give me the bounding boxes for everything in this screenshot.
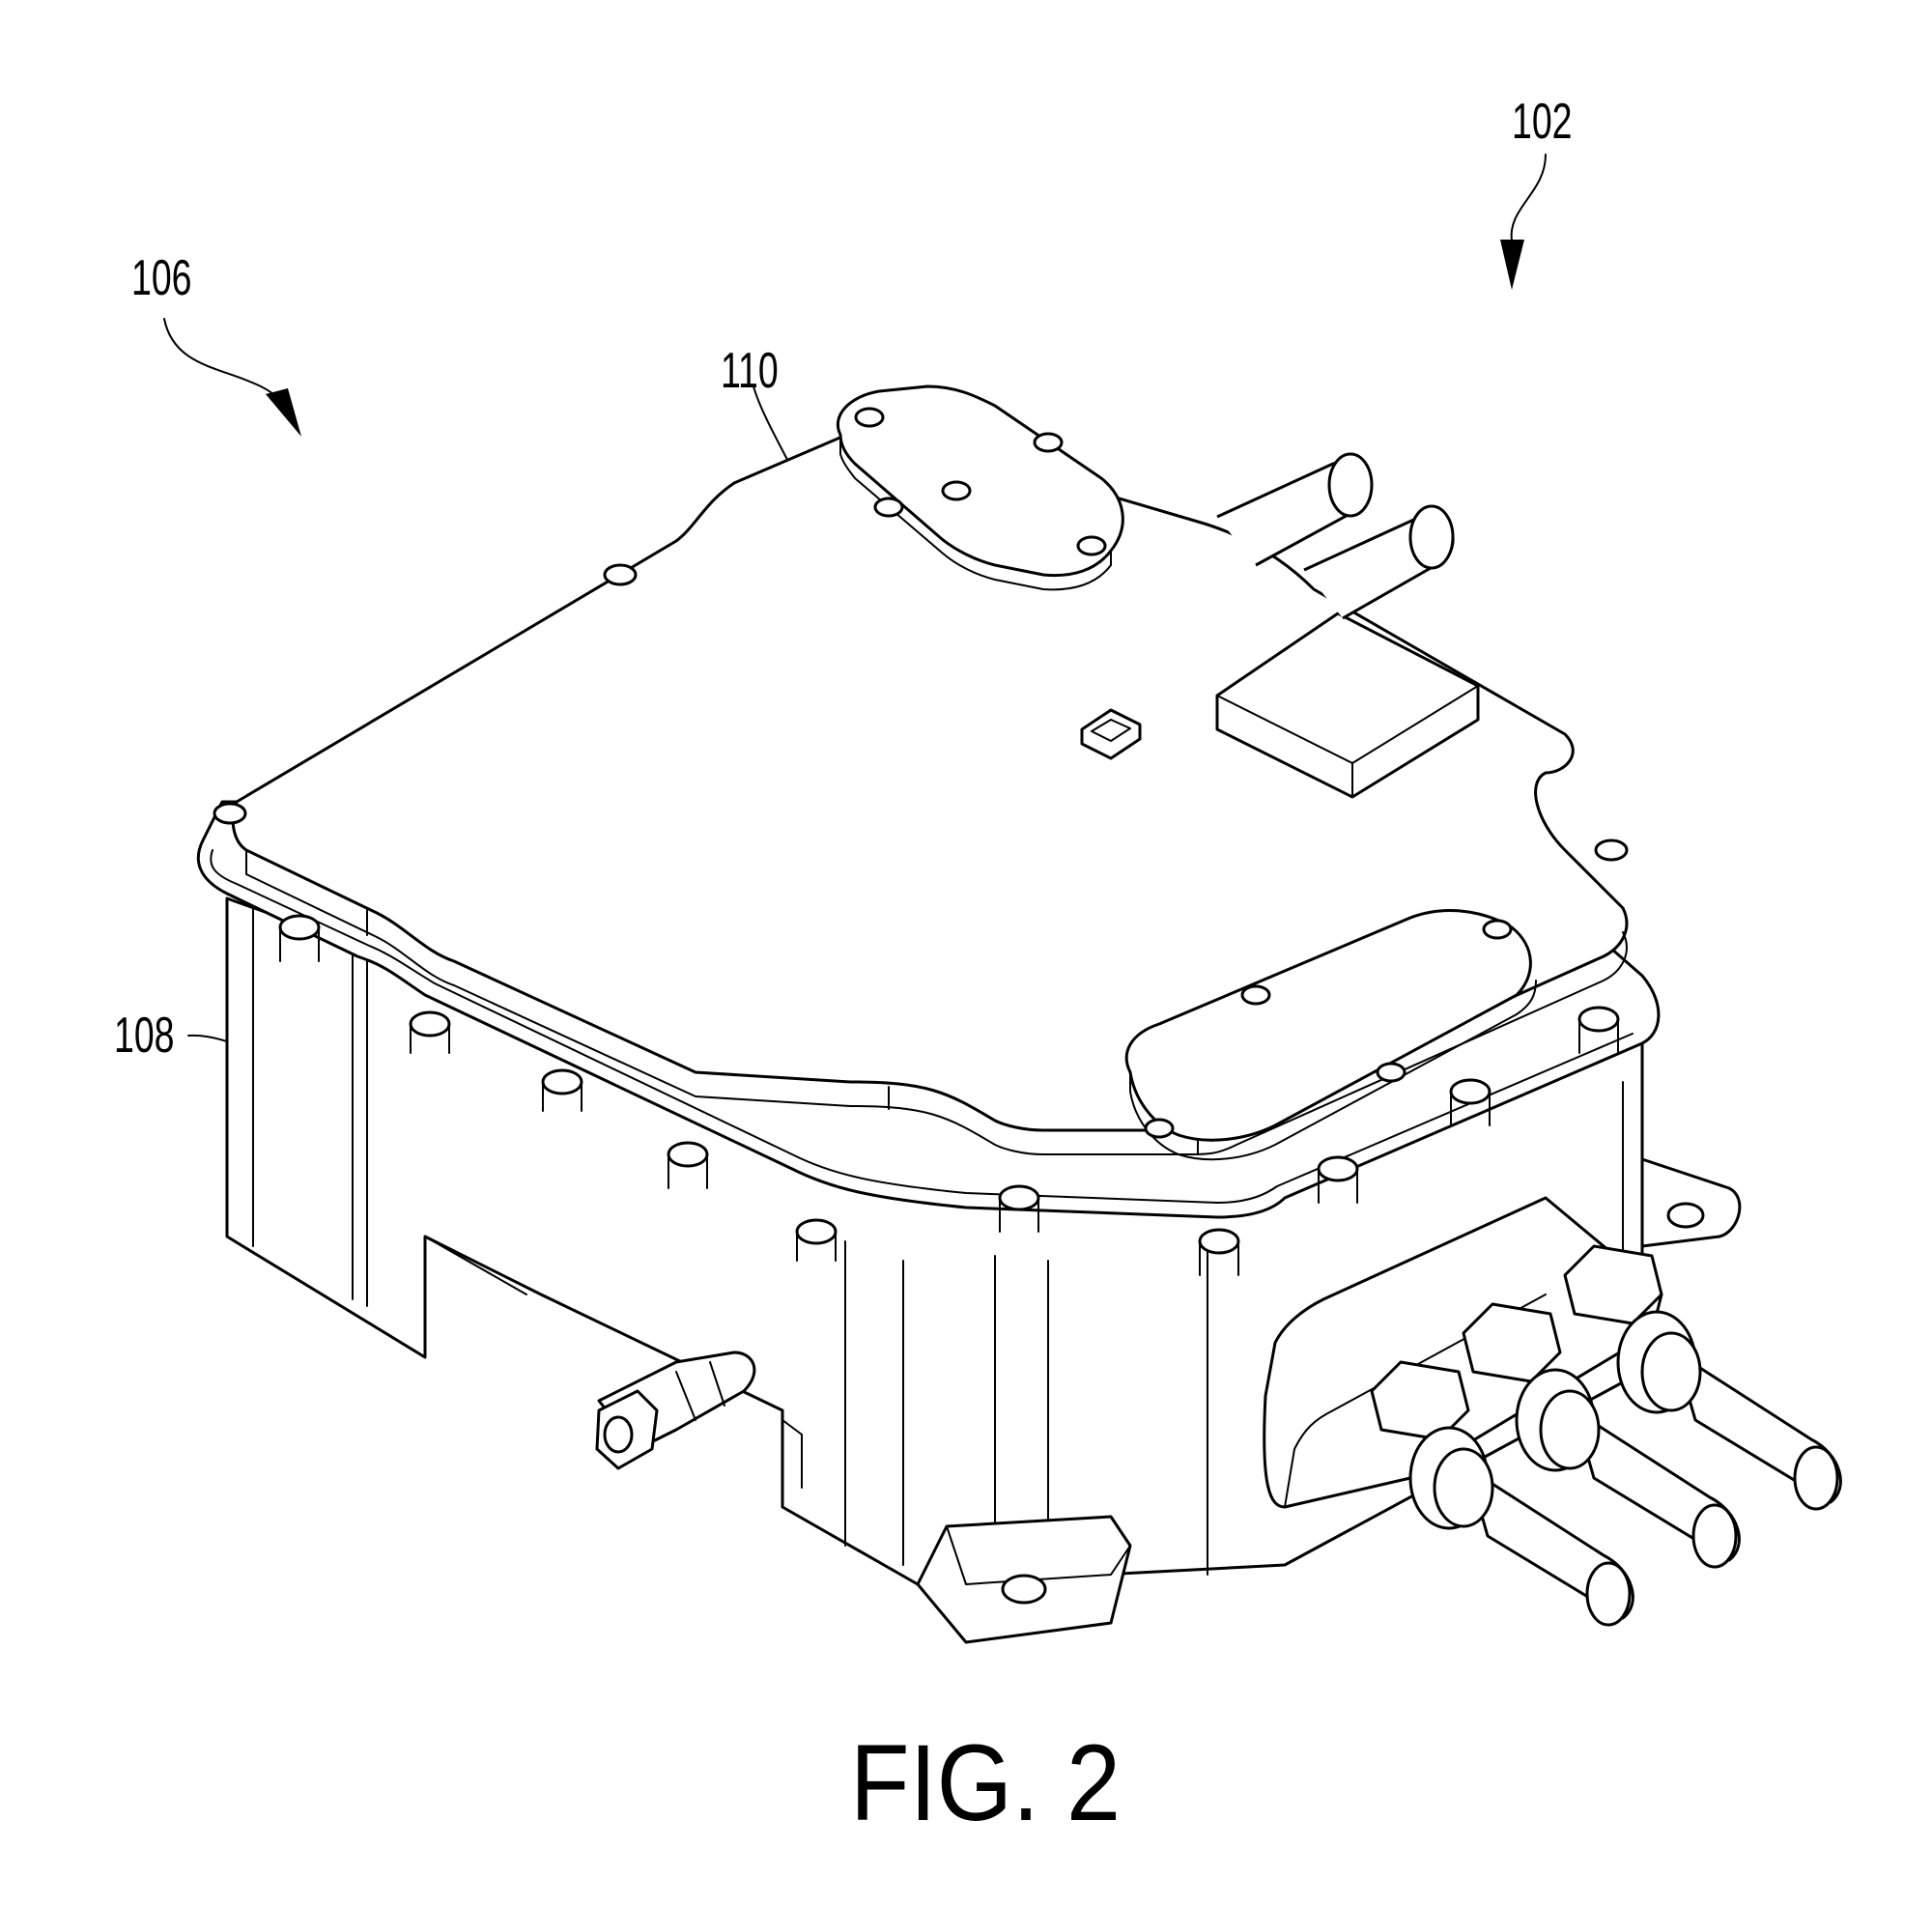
label-108: 108 (114, 1008, 175, 1064)
square-boss (1080, 708, 1142, 760)
label-106: 106 (131, 250, 192, 306)
rear-tubes (1216, 452, 1455, 620)
label-110: 110 (721, 343, 779, 399)
cable-glands (1370, 1244, 1842, 1627)
top-connector-block (1215, 611, 1480, 799)
leader-arrow-102 (1500, 154, 1547, 290)
leader-arrow-106 (163, 318, 301, 437)
mounting-foot-right (1640, 1157, 1742, 1248)
label-102: 102 (1512, 94, 1573, 150)
access-cover-top (836, 384, 1124, 591)
figure-caption: FIG. 2 (850, 1722, 1122, 1843)
fastener-bosses (213, 407, 1629, 1276)
access-cover-bottom (1124, 909, 1537, 1161)
side-fitting (595, 1351, 756, 1470)
mounting-foot-front (916, 1515, 1132, 1644)
